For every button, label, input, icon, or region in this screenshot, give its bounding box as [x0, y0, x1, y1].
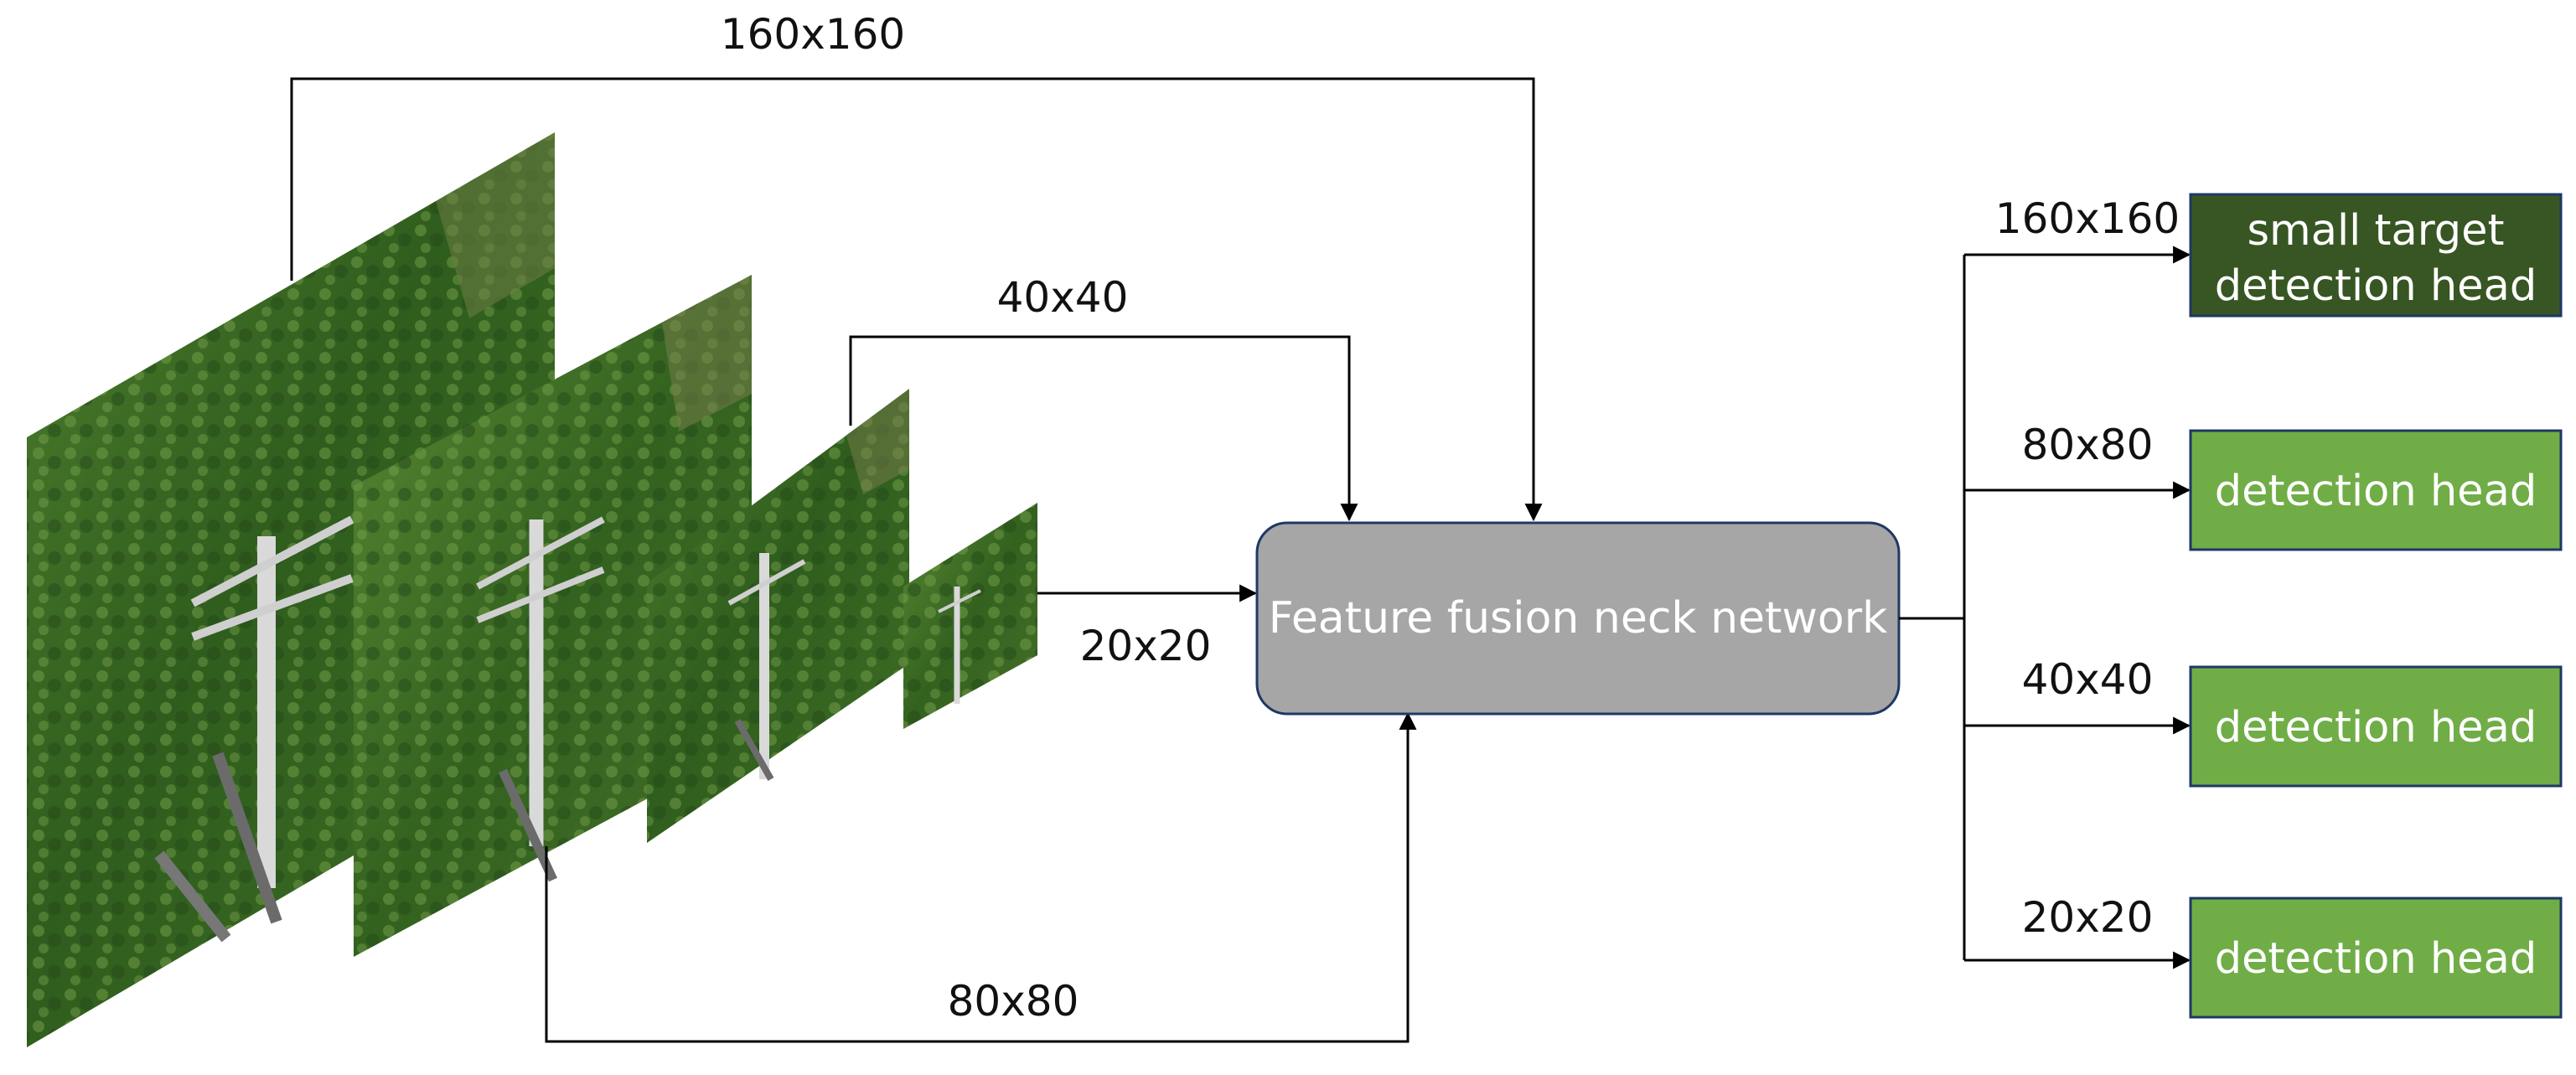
feature-map-160 — [27, 132, 555, 1047]
output-connectors — [1899, 245, 2191, 969]
head-80-label: detection head — [2215, 467, 2537, 516]
head-small-target-line1: small target — [2247, 206, 2504, 256]
head-20-label: detection head — [2215, 934, 2537, 984]
head-80: detection head — [2189, 429, 2563, 551]
feature-map-40 — [647, 389, 909, 843]
label-80x80-input: 80x80 — [948, 977, 1079, 1026]
head-40-label: detection head — [2215, 703, 2537, 752]
neck-label: Feature fusion neck network — [1269, 593, 1888, 643]
label-160x160-output: 160x160 — [1995, 194, 2180, 243]
feature-map-20 — [903, 503, 1037, 729]
head-small-target-line2: detection head — [2215, 261, 2537, 311]
connector-40 — [849, 335, 1358, 522]
label-40x40-output: 40x40 — [2022, 655, 2154, 704]
label-160x160-input: 160x160 — [721, 10, 905, 59]
connector-160 — [290, 77, 1543, 522]
label-20x20-input: 20x20 — [1080, 622, 1212, 670]
connector-80 — [545, 711, 1417, 1043]
head-20: detection head — [2189, 897, 2563, 1019]
head-40: detection head — [2189, 665, 2563, 788]
neck-box: Feature fusion neck network — [1255, 521, 1901, 716]
label-40x40-input: 40x40 — [997, 273, 1129, 322]
head-small-target: small target detection head — [2189, 193, 2563, 318]
label-80x80-output: 80x80 — [2022, 421, 2154, 469]
label-20x20-output: 20x20 — [2022, 893, 2154, 942]
